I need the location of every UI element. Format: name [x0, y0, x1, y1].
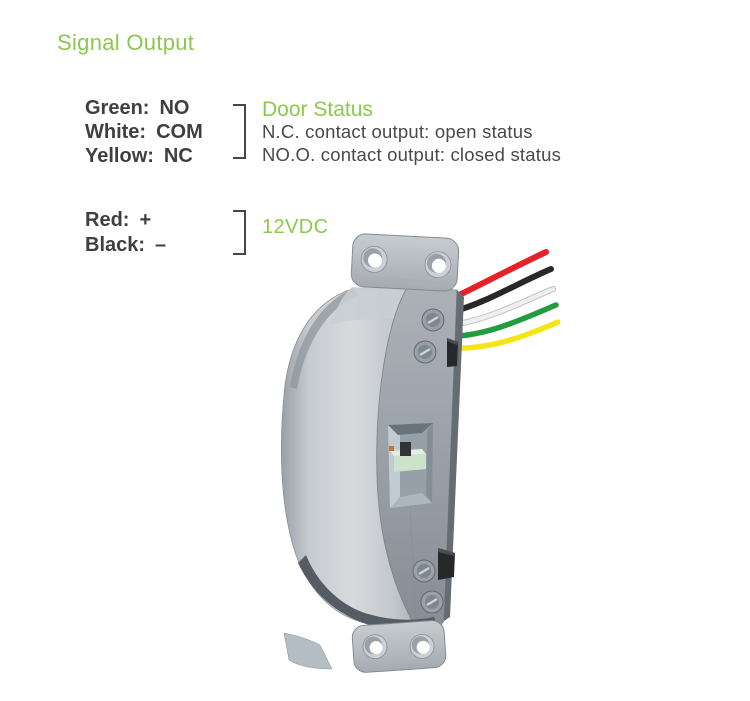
wire-label-row: Red: + — [85, 208, 166, 233]
screw — [421, 308, 445, 332]
pocket-top-wall — [388, 423, 433, 435]
signal-group-bracket — [233, 104, 246, 159]
side-block-top — [447, 338, 458, 367]
screw — [412, 559, 436, 583]
nc-contact-description: N.C. contact output: open status — [262, 121, 533, 142]
side-blocks — [438, 338, 458, 580]
wire-function: + — [139, 209, 152, 231]
wire-label-row: Green: NO — [85, 96, 203, 120]
wire-name: Yellow: — [85, 145, 154, 167]
output-wires — [450, 249, 560, 351]
door-status-heading: Door Status — [262, 98, 373, 121]
wire-name: Black: — [85, 234, 146, 256]
mounting-hole — [424, 251, 452, 279]
page-title: Signal Output — [57, 30, 195, 55]
faceplate-seam — [409, 507, 417, 622]
bottom-mounting-plate — [351, 620, 447, 673]
pocket-bottom-wall — [390, 493, 432, 508]
mounting-hole — [362, 634, 388, 660]
wire-function: COM — [156, 121, 203, 143]
latch-keeper — [394, 454, 426, 472]
top-mounting-plate — [350, 233, 460, 292]
device-illustration — [280, 233, 560, 673]
side-block-bottom-edge — [438, 548, 455, 556]
wire-label-row: White: COM — [85, 120, 203, 144]
wire-black — [452, 266, 554, 314]
side-block-top-edge — [447, 338, 458, 345]
power-wire-labels: Red: + Black:– — [85, 208, 166, 258]
sensor-block — [400, 442, 411, 456]
face-screws — [412, 308, 445, 614]
wire-white — [454, 286, 556, 327]
mounting-hole — [409, 633, 435, 659]
mounting-hole — [360, 245, 388, 273]
wire-function: NO — [159, 97, 190, 119]
pocket-right-wall — [426, 423, 433, 503]
wire-yellow — [452, 319, 560, 351]
no-contact-description: NO.O. contact output: closed status — [262, 144, 562, 165]
wire-green — [454, 302, 559, 339]
wire-label-row: Black:– — [85, 233, 166, 258]
screw — [420, 590, 444, 614]
body-bottom-cap — [283, 632, 333, 670]
power-heading: 12VDC — [262, 216, 329, 238]
wire-name: Green: — [85, 97, 150, 119]
door-status-descriptions: N.C. contact output: open status NO.O. c… — [262, 120, 561, 166]
wire-label-row: Yellow: NC — [85, 144, 203, 168]
signal-wire-labels: Green: NO White: COM Yellow: NC — [85, 96, 203, 168]
wire-name: White: — [85, 121, 147, 143]
wire-function: – — [155, 234, 167, 256]
wire-function: NC — [163, 145, 193, 167]
screw — [413, 340, 437, 364]
sensor-contact — [389, 446, 394, 451]
power-group-bracket — [233, 210, 246, 255]
wire-name: Red: — [85, 209, 130, 231]
faceplate-side-strip — [444, 290, 464, 621]
wire-red — [450, 249, 549, 301]
side-block-bottom — [438, 548, 455, 580]
strike-pocket — [388, 423, 433, 508]
